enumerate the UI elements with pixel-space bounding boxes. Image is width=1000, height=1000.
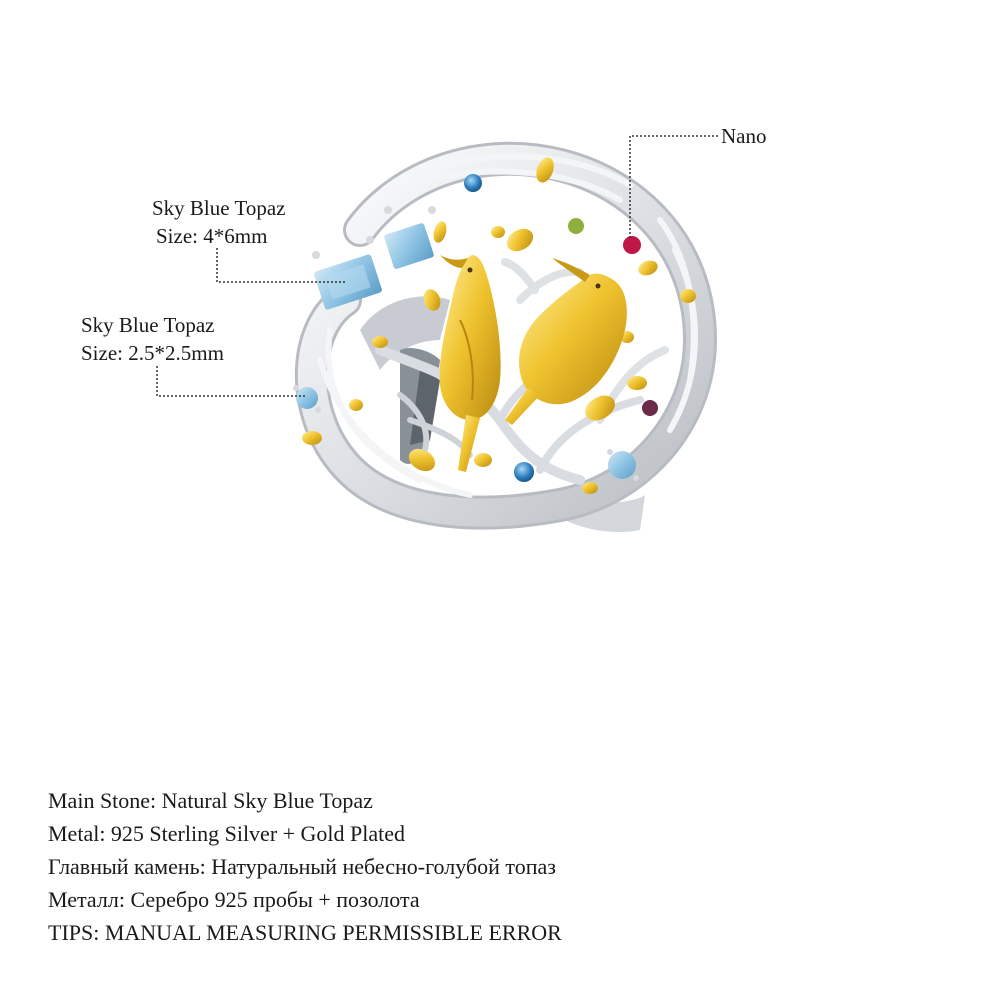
round-topaz-right <box>608 451 636 479</box>
peridot-stone <box>568 218 584 234</box>
gold-leaves <box>302 157 696 494</box>
rhodolite-stone <box>623 236 641 254</box>
spec-tips: TIPS: MANUAL MEASURING PERMISSIBLE ERROR <box>48 920 562 945</box>
leader-line-nano <box>629 135 718 240</box>
twig-frame <box>294 141 718 530</box>
callout-small-topaz-size: Size: 2.5*2.5mm <box>81 341 224 365</box>
leader-line-large-topaz <box>216 248 345 283</box>
spec-metal-ru: Металл: Серебро 925 пробы + позолота <box>48 887 420 912</box>
left-bird <box>439 255 501 472</box>
baguette-topaz-1 <box>314 254 382 310</box>
stones <box>293 174 658 482</box>
callout-nano-label: Nano <box>721 124 767 148</box>
spec-main-stone-ru: Главный камень: Натуральный небесно-голу… <box>48 854 556 879</box>
spec-metal: Metal: 925 Sterling Silver + Gold Plated <box>48 821 406 846</box>
callout-leader-lines <box>156 135 718 397</box>
callout-small-topaz-name: Sky Blue Topaz <box>81 313 215 337</box>
london-topaz-top <box>464 174 482 192</box>
right-bird <box>505 258 627 425</box>
garnet-stone <box>642 400 658 416</box>
spec-main-stone: Main Stone: Natural Sky Blue Topaz <box>48 788 373 813</box>
london-topaz-bottom <box>514 462 534 482</box>
round-topaz-left <box>296 387 318 409</box>
callout-large-topaz-name: Sky Blue Topaz <box>152 196 286 220</box>
baguette-topaz-2 <box>384 223 434 269</box>
leader-line-small-topaz <box>156 366 305 397</box>
callout-large-topaz-size: Size: 4*6mm <box>156 224 268 248</box>
